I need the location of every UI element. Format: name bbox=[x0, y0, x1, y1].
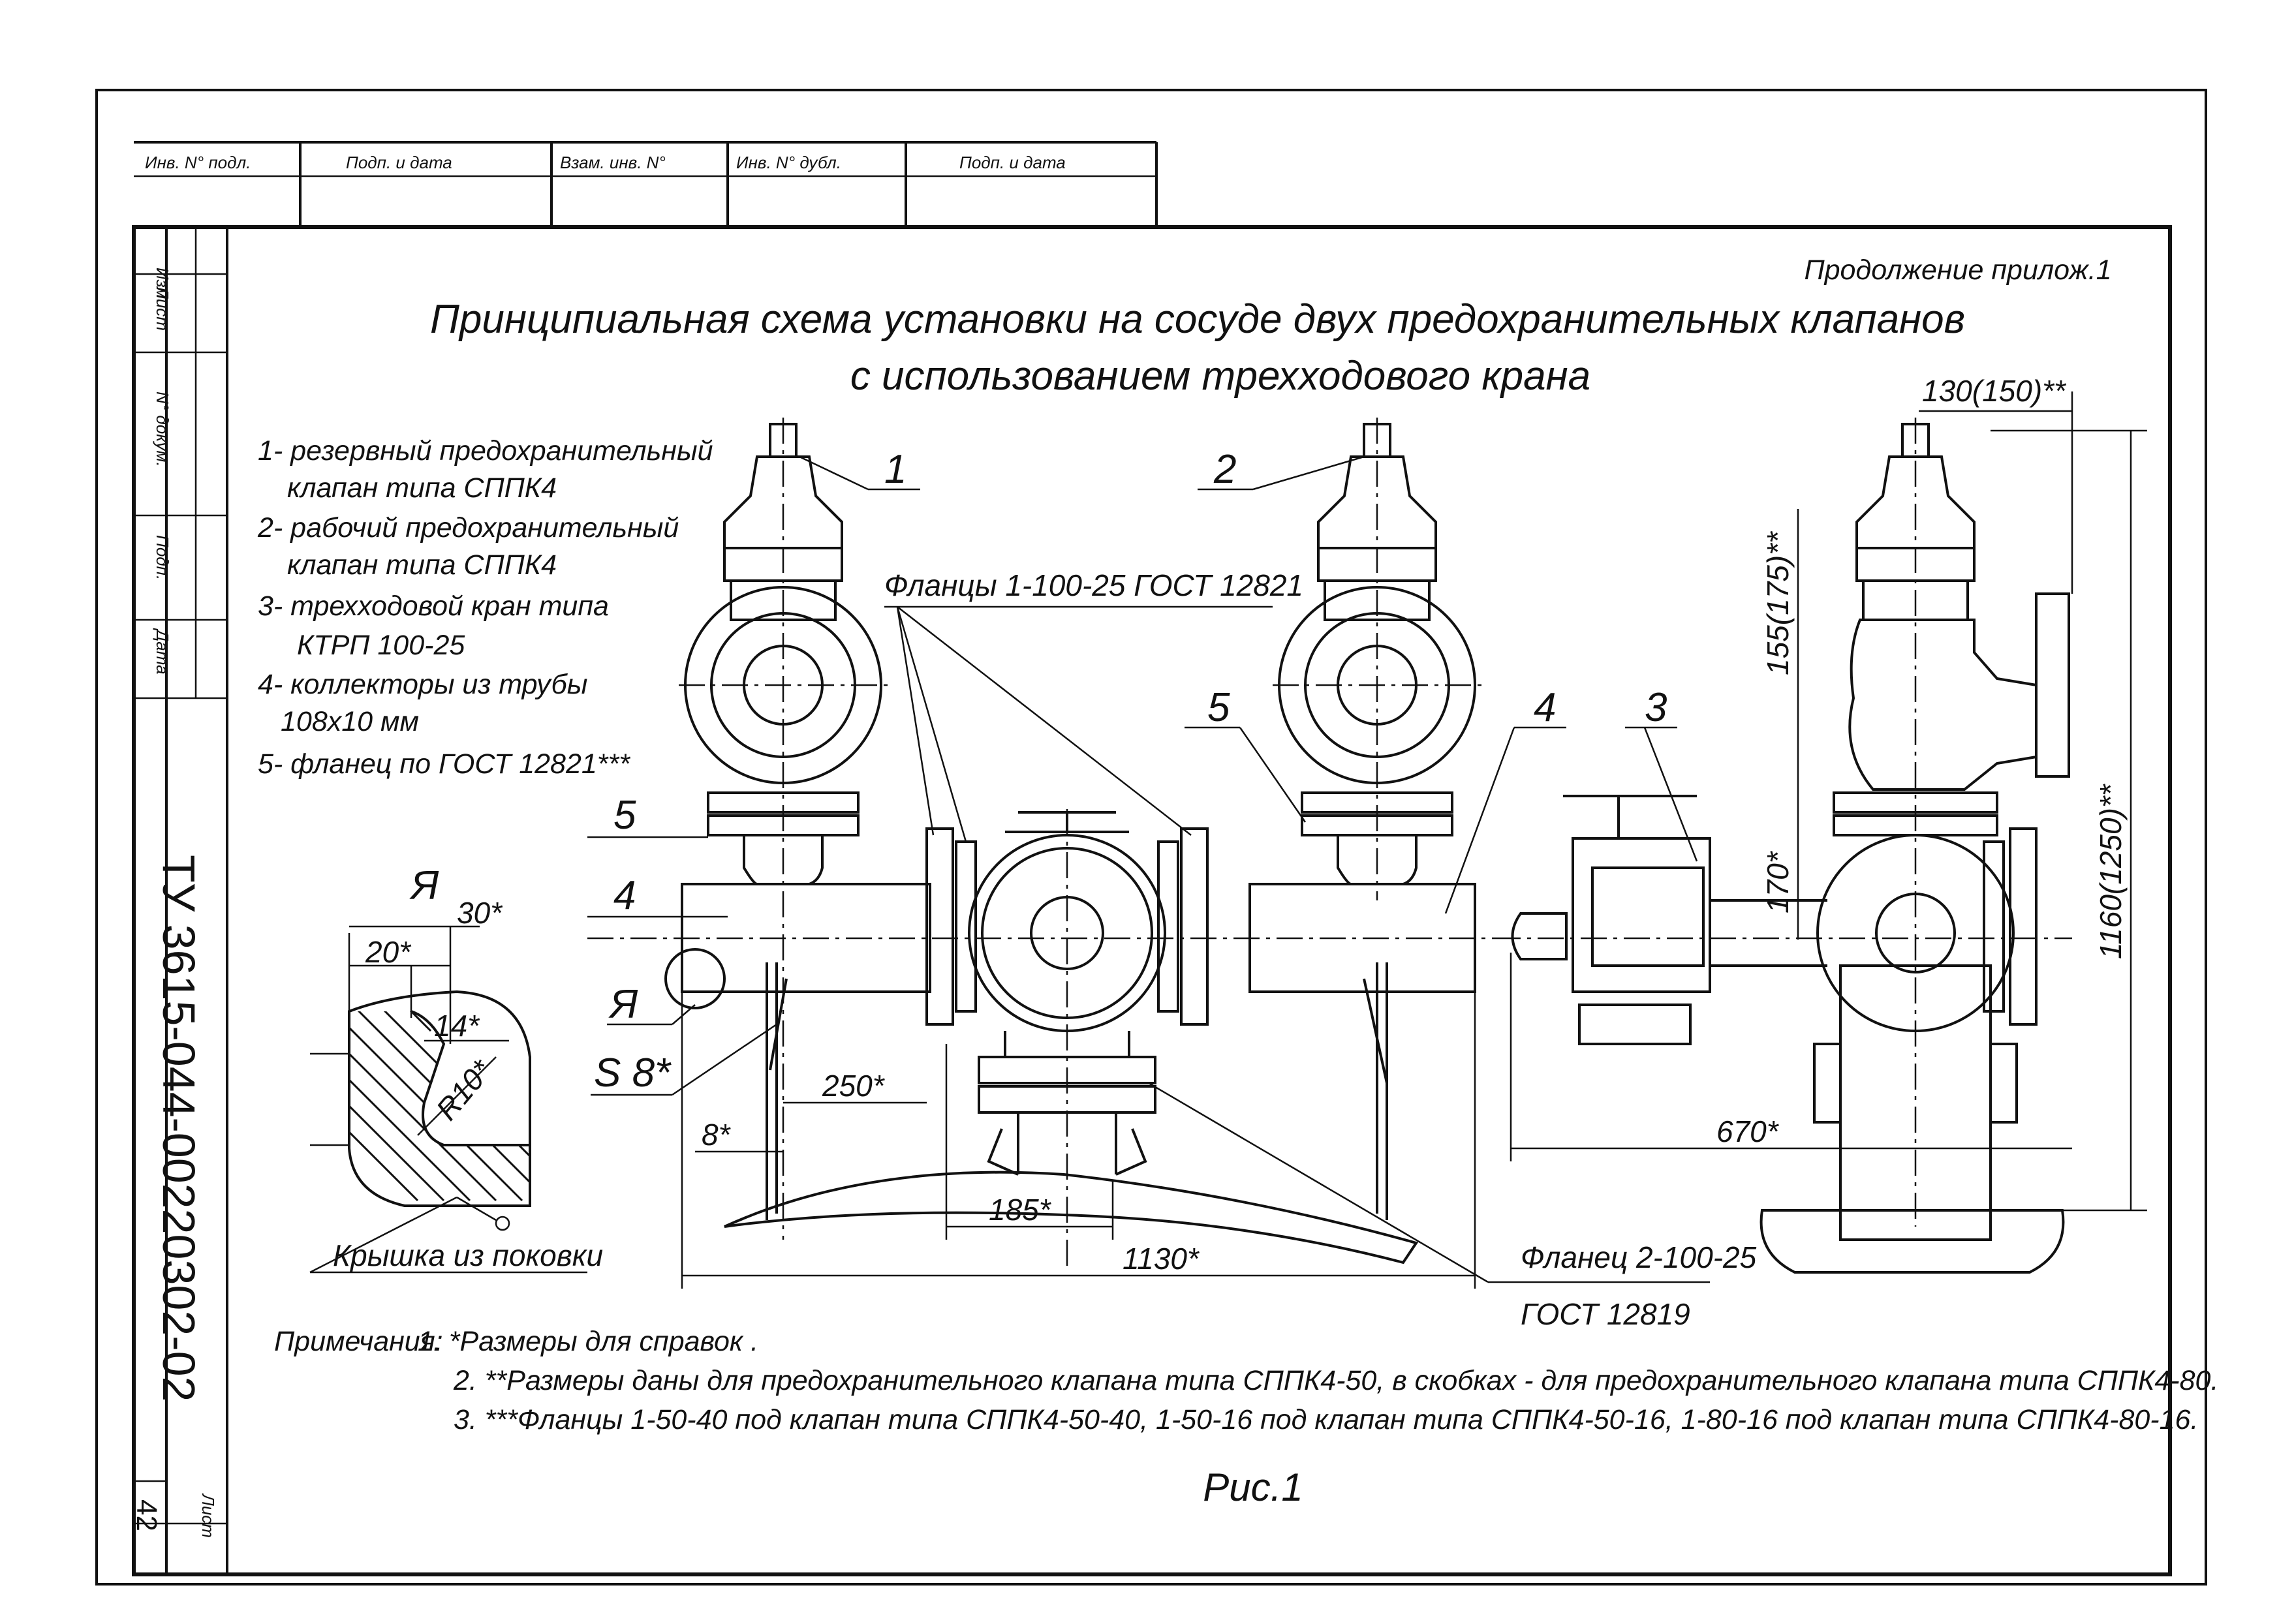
dim-30: 30* bbox=[457, 896, 503, 930]
callout-4-left: 4 bbox=[613, 873, 636, 918]
cover-outline bbox=[348, 990, 531, 1207]
side-podp: Подп. bbox=[153, 535, 172, 580]
side-list: Лист bbox=[153, 286, 172, 331]
side-data: Дата bbox=[153, 628, 172, 675]
dim-14: 14* bbox=[434, 1009, 480, 1043]
three-way-valve bbox=[925, 809, 1209, 1272]
dim-1160: 1160(1250)** bbox=[2094, 783, 2128, 959]
notes: Примечания: 1. *Размеры для справок . 2.… bbox=[274, 1326, 2218, 1435]
callout-4-right: 4 bbox=[1534, 685, 1556, 730]
legend-line: клапан типа СППК4 bbox=[287, 472, 557, 504]
left-side-column: Изм. Лист N° докум. Подп. Дата ТУ 3615-0… bbox=[131, 227, 228, 1574]
sheet-label: Лист bbox=[198, 1493, 218, 1538]
left-safety-valve bbox=[679, 418, 888, 1240]
front-view: Я S 8* 1 2 3 4 4 5 5 Фланцы 1-100-25 ГОС… bbox=[587, 418, 1757, 1331]
detail-ya-circle bbox=[664, 948, 726, 1009]
flange-bottom-label-1: Фланец 2-100-25 bbox=[1521, 1240, 1757, 1274]
callout-5-right: 5 bbox=[1207, 685, 1230, 730]
outer-frame bbox=[95, 89, 2207, 1586]
drawing-title-line2: с использованием трехходового крана bbox=[850, 354, 1590, 399]
right-safety-valve bbox=[1273, 418, 1481, 900]
flanges-top-label: Фланцы 1-100-25 ГОСТ 12821 bbox=[884, 568, 1303, 602]
detail-view-ya: Я 30* 20* 14* R10* bbox=[309, 863, 603, 1274]
legend-line: 3- трехходовой кран типа bbox=[258, 590, 609, 622]
sheet-number: 42 bbox=[131, 1499, 163, 1531]
appendix-label: Продолжение прилож.1 bbox=[1804, 254, 2111, 286]
document-code: ТУ 3615-044-00220302-02 bbox=[153, 855, 204, 1402]
side-view: 130(150)** 155(175)** 170* 1160(1250)** … bbox=[1495, 374, 2147, 1274]
legend-line: 2- рабочий предохранительный bbox=[257, 512, 679, 544]
legend-line: 5- фланец по ГОСТ 12821*** bbox=[258, 748, 630, 780]
dim-20: 20* bbox=[365, 935, 412, 969]
dim-670: 670* bbox=[1716, 1114, 1780, 1148]
stamp-inv-podl: Инв. N° подл. bbox=[145, 153, 251, 172]
dim-170: 170* bbox=[1761, 850, 1795, 913]
callout-1: 1 bbox=[884, 447, 907, 492]
dim-250: 250* bbox=[822, 1069, 886, 1103]
top-stamp-table: Инв. N° подл. Подп. и дата Взам. инв. N°… bbox=[134, 141, 1158, 227]
vessel-top-curve bbox=[724, 1171, 1419, 1264]
legend-line: КТРП 100-25 bbox=[297, 630, 465, 661]
figure-caption: Рис.1 bbox=[1203, 1465, 1303, 1509]
s8-label: S 8* bbox=[594, 1050, 672, 1095]
cover-forging-label: Крышка из поковки bbox=[333, 1238, 603, 1272]
side-izm: Изм. bbox=[153, 268, 172, 303]
dim-130: 130(150)** bbox=[1922, 374, 2067, 408]
callout-2: 2 bbox=[1213, 447, 1236, 492]
legend: 1- резервный предохранительный клапан ти… bbox=[257, 435, 713, 780]
stamp-vzam-inv: Взам. инв. N° bbox=[560, 153, 666, 172]
inner-frame bbox=[132, 225, 2172, 1576]
dim-8: 8* bbox=[702, 1118, 732, 1152]
callout-3: 3 bbox=[1645, 685, 1667, 730]
note-1: 1. *Размеры для справок . bbox=[418, 1326, 758, 1357]
note-3: 3. ***Фланцы 1-50-40 под клапан типа СПП… bbox=[454, 1404, 2198, 1435]
legend-line: 1- резервный предохранительный bbox=[258, 435, 713, 467]
flange-bottom-label-2: ГОСТ 12819 bbox=[1521, 1297, 1690, 1331]
dim-155: 155(175)** bbox=[1761, 530, 1795, 675]
detail-ya-label: Я bbox=[409, 863, 439, 908]
legend-line: 108х10 мм bbox=[281, 706, 419, 737]
notes-head: Примечания: bbox=[274, 1326, 443, 1357]
side-n-dokum: N° докум. bbox=[153, 391, 172, 467]
legend-line: 4- коллекторы из трубы bbox=[258, 669, 587, 700]
drawing-title-line1: Принципиальная схема установки на сосуде… bbox=[430, 297, 1965, 342]
dim-1130: 1130* bbox=[1123, 1242, 1200, 1276]
stamp-podp-data-2: Подп. и дата bbox=[959, 153, 1066, 172]
legend-line: клапан типа СППК4 bbox=[287, 549, 557, 581]
dim-185: 185* bbox=[989, 1193, 1052, 1227]
callout-5-left: 5 bbox=[613, 793, 636, 838]
note-2: 2. **Размеры даны для предохранительного… bbox=[453, 1365, 2218, 1396]
detail-ya-mark: Я bbox=[608, 982, 638, 1027]
stamp-inv-dubl: Инв. N° дубл. bbox=[736, 153, 841, 172]
stamp-podp-data-1: Подп. и дата bbox=[346, 153, 452, 172]
